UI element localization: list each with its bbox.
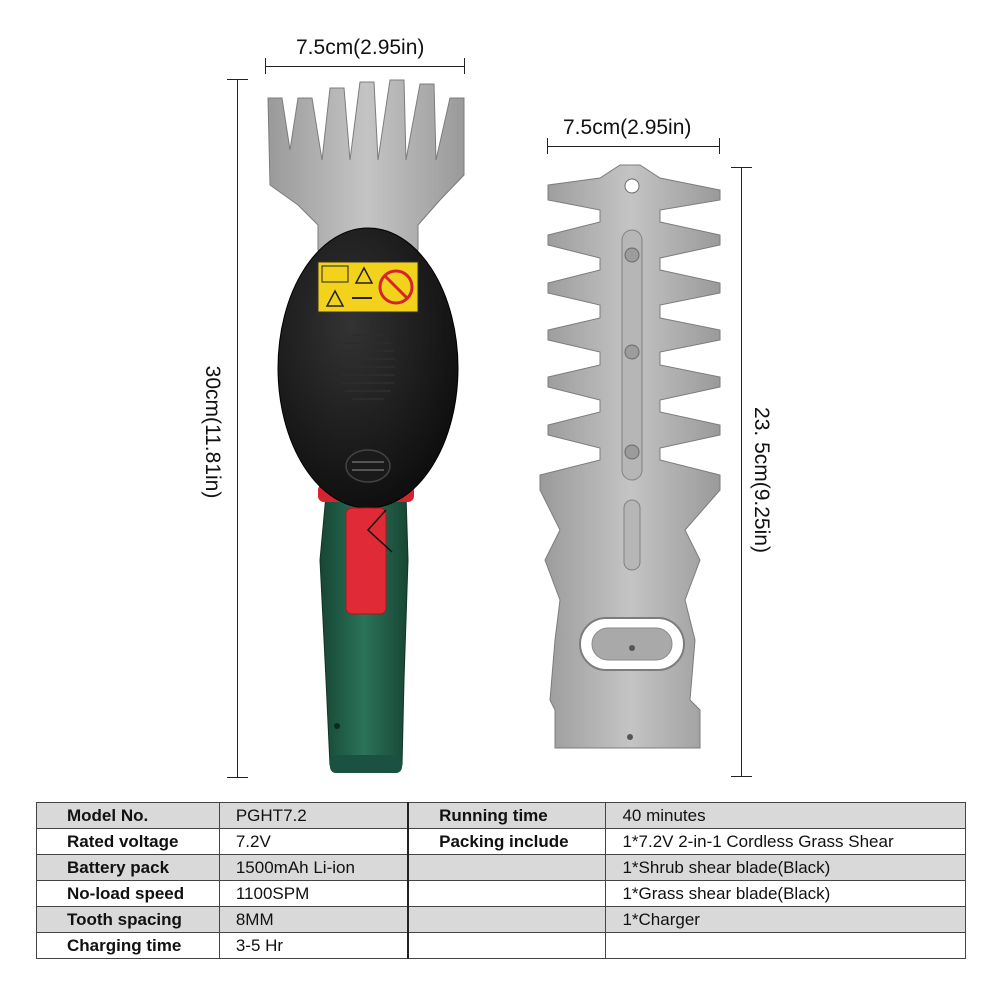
spec-key: Rated voltage (36, 828, 220, 855)
shear-length-tick-top (227, 79, 248, 80)
shear-width-tick-left (265, 58, 266, 74)
spec-value: PGHT7.2 (218, 802, 409, 829)
blade-length-tick-bottom (731, 776, 752, 777)
shear-length-tick-bottom (227, 777, 248, 778)
table-row: Charging time 3-5 Hr (36, 932, 966, 959)
shear-width-tick-right (464, 58, 465, 74)
spec-key: Packing include (407, 828, 607, 855)
spec-key: Running time (407, 802, 607, 829)
spec-value: 1*Grass shear blade(Black) (605, 880, 966, 907)
spec-key (407, 932, 607, 959)
table-row: Model No. PGHT7.2 Running time 40 minute… (36, 802, 966, 829)
spec-value: 1*7.2V 2-in-1 Cordless Grass Shear (605, 828, 966, 855)
shear-width-label: 7.5cm(2.95in) (296, 36, 425, 59)
spec-key (407, 854, 607, 881)
table-row: Rated voltage 7.2V Packing include 1*7.2… (36, 828, 966, 855)
hang-hole (624, 178, 640, 194)
handle-bottom-cap (330, 755, 402, 773)
grass-shear-tool (267, 79, 465, 773)
blade-length-line (741, 167, 742, 777)
spec-key: Charging time (36, 932, 220, 959)
shear-width-line (265, 66, 465, 67)
spec-key: Battery pack (36, 854, 220, 881)
blade-width-label: 7.5cm(2.95in) (563, 116, 692, 139)
spec-value: 40 minutes (605, 802, 966, 829)
table-row: Battery pack 1500mAh Li-ion 1*Shrub shea… (36, 854, 966, 881)
spec-value: 7.2V (218, 828, 409, 855)
spec-value: 1100SPM (218, 880, 409, 907)
blade-width-line (547, 146, 720, 147)
spec-value (605, 932, 966, 959)
spec-key: Model No. (36, 802, 220, 829)
spec-table: Model No. PGHT7.2 Running time 40 minute… (36, 802, 966, 959)
blade-length-tick-top (731, 167, 752, 168)
shear-length-line (237, 79, 238, 778)
spec-value: 3-5 Hr (218, 932, 409, 959)
table-row: Tooth spacing 8MM 1*Charger (36, 906, 966, 933)
spec-value: 1*Charger (605, 906, 966, 933)
lock-button (345, 449, 391, 483)
spec-value: 1500mAh Li-ion (218, 854, 409, 881)
vent-grille (341, 334, 395, 400)
blade-width-tick-left (547, 138, 548, 154)
spec-key (407, 880, 607, 907)
table-row: No-load speed 1100SPM 1*Grass shear blad… (36, 880, 966, 907)
spec-value: 1*Shrub shear blade(Black) (605, 854, 966, 881)
spec-value: 8MM (218, 906, 409, 933)
spec-key: Tooth spacing (36, 906, 220, 933)
spec-key: No-load speed (36, 880, 220, 907)
blade-width-tick-right (719, 138, 720, 154)
spec-key (407, 906, 607, 933)
handle-screw (334, 723, 340, 729)
shrub-shear-blade (539, 164, 721, 749)
red-trigger (345, 507, 387, 615)
